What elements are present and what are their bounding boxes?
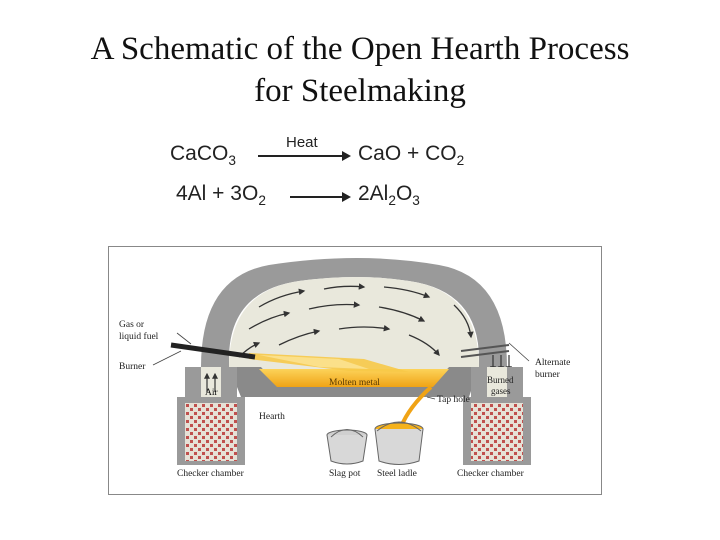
label-burned-gases-2: gases <box>491 386 511 396</box>
equation-2-reactants: 4Al + 3O <box>176 182 259 205</box>
equation-1-products: CaO + CO <box>358 142 457 165</box>
equation-1-products-sub: 2 <box>456 152 465 168</box>
equation-1-arrowhead <box>342 151 351 161</box>
equation-2-arrow <box>290 196 344 198</box>
equation-1-reactant: CaCO <box>170 142 229 165</box>
label-checker-right: Checker chamber <box>457 469 525 479</box>
label-alternate-burner-2: burner <box>535 370 561 380</box>
equation-2-left: 4Al + 3O2 <box>176 182 266 208</box>
title-line-1: A Schematic of the Open Hearth Process <box>90 31 630 67</box>
equation-2-product-o: O <box>395 182 413 205</box>
label-gas-fuel-2: liquid fuel <box>119 331 159 342</box>
label-steel-ladle: Steel ladle <box>377 469 417 479</box>
equation-2-right: 2Al2O3 <box>358 182 420 208</box>
label-slag-pot: Slag pot <box>329 469 361 479</box>
label-gas-fuel-1: Gas or <box>119 320 145 330</box>
page-title: A Schematic of the Open Hearth Process f… <box>0 28 720 112</box>
title-line-2: for Steelmaking <box>254 73 466 109</box>
equation-1-reactant-sub: 3 <box>228 152 236 168</box>
equation-1-arrow <box>258 155 344 157</box>
furnace-dome <box>201 258 507 367</box>
label-hearth: Hearth <box>259 412 285 422</box>
furnace-diagram: Gas or liquid fuel Burner Air Molten met… <box>108 246 602 495</box>
equation-1-arrow-label: Heat <box>286 134 318 151</box>
label-tap-hole: Tap hole <box>437 395 470 405</box>
molten-metal-pool <box>259 369 449 387</box>
hearth-base <box>229 367 479 397</box>
label-burner: Burner <box>119 362 146 372</box>
equation-2-product-sub2: 3 <box>412 192 420 208</box>
label-molten-metal: Molten metal <box>329 378 380 388</box>
equation-2-product-sub1: 2 <box>388 192 396 208</box>
equation-2-product: 2Al <box>358 182 389 205</box>
label-checker-left: Checker chamber <box>177 469 245 479</box>
equation-1-right: CaO + CO2 <box>358 142 464 168</box>
label-burned-gases-1: Burned <box>487 375 514 385</box>
equation-2-reactants-sub: 2 <box>258 192 266 208</box>
label-air: Air <box>205 388 219 398</box>
label-alternate-burner-1: Alternate <box>535 358 570 368</box>
equation-1-left: CaCO3 <box>170 142 236 168</box>
slag-pot <box>326 429 368 465</box>
burner-pipe <box>170 342 256 360</box>
steel-ladle <box>374 421 424 465</box>
furnace-svg: Gas or liquid fuel Burner Air Molten met… <box>119 258 570 479</box>
equation-2-arrowhead <box>342 192 351 202</box>
